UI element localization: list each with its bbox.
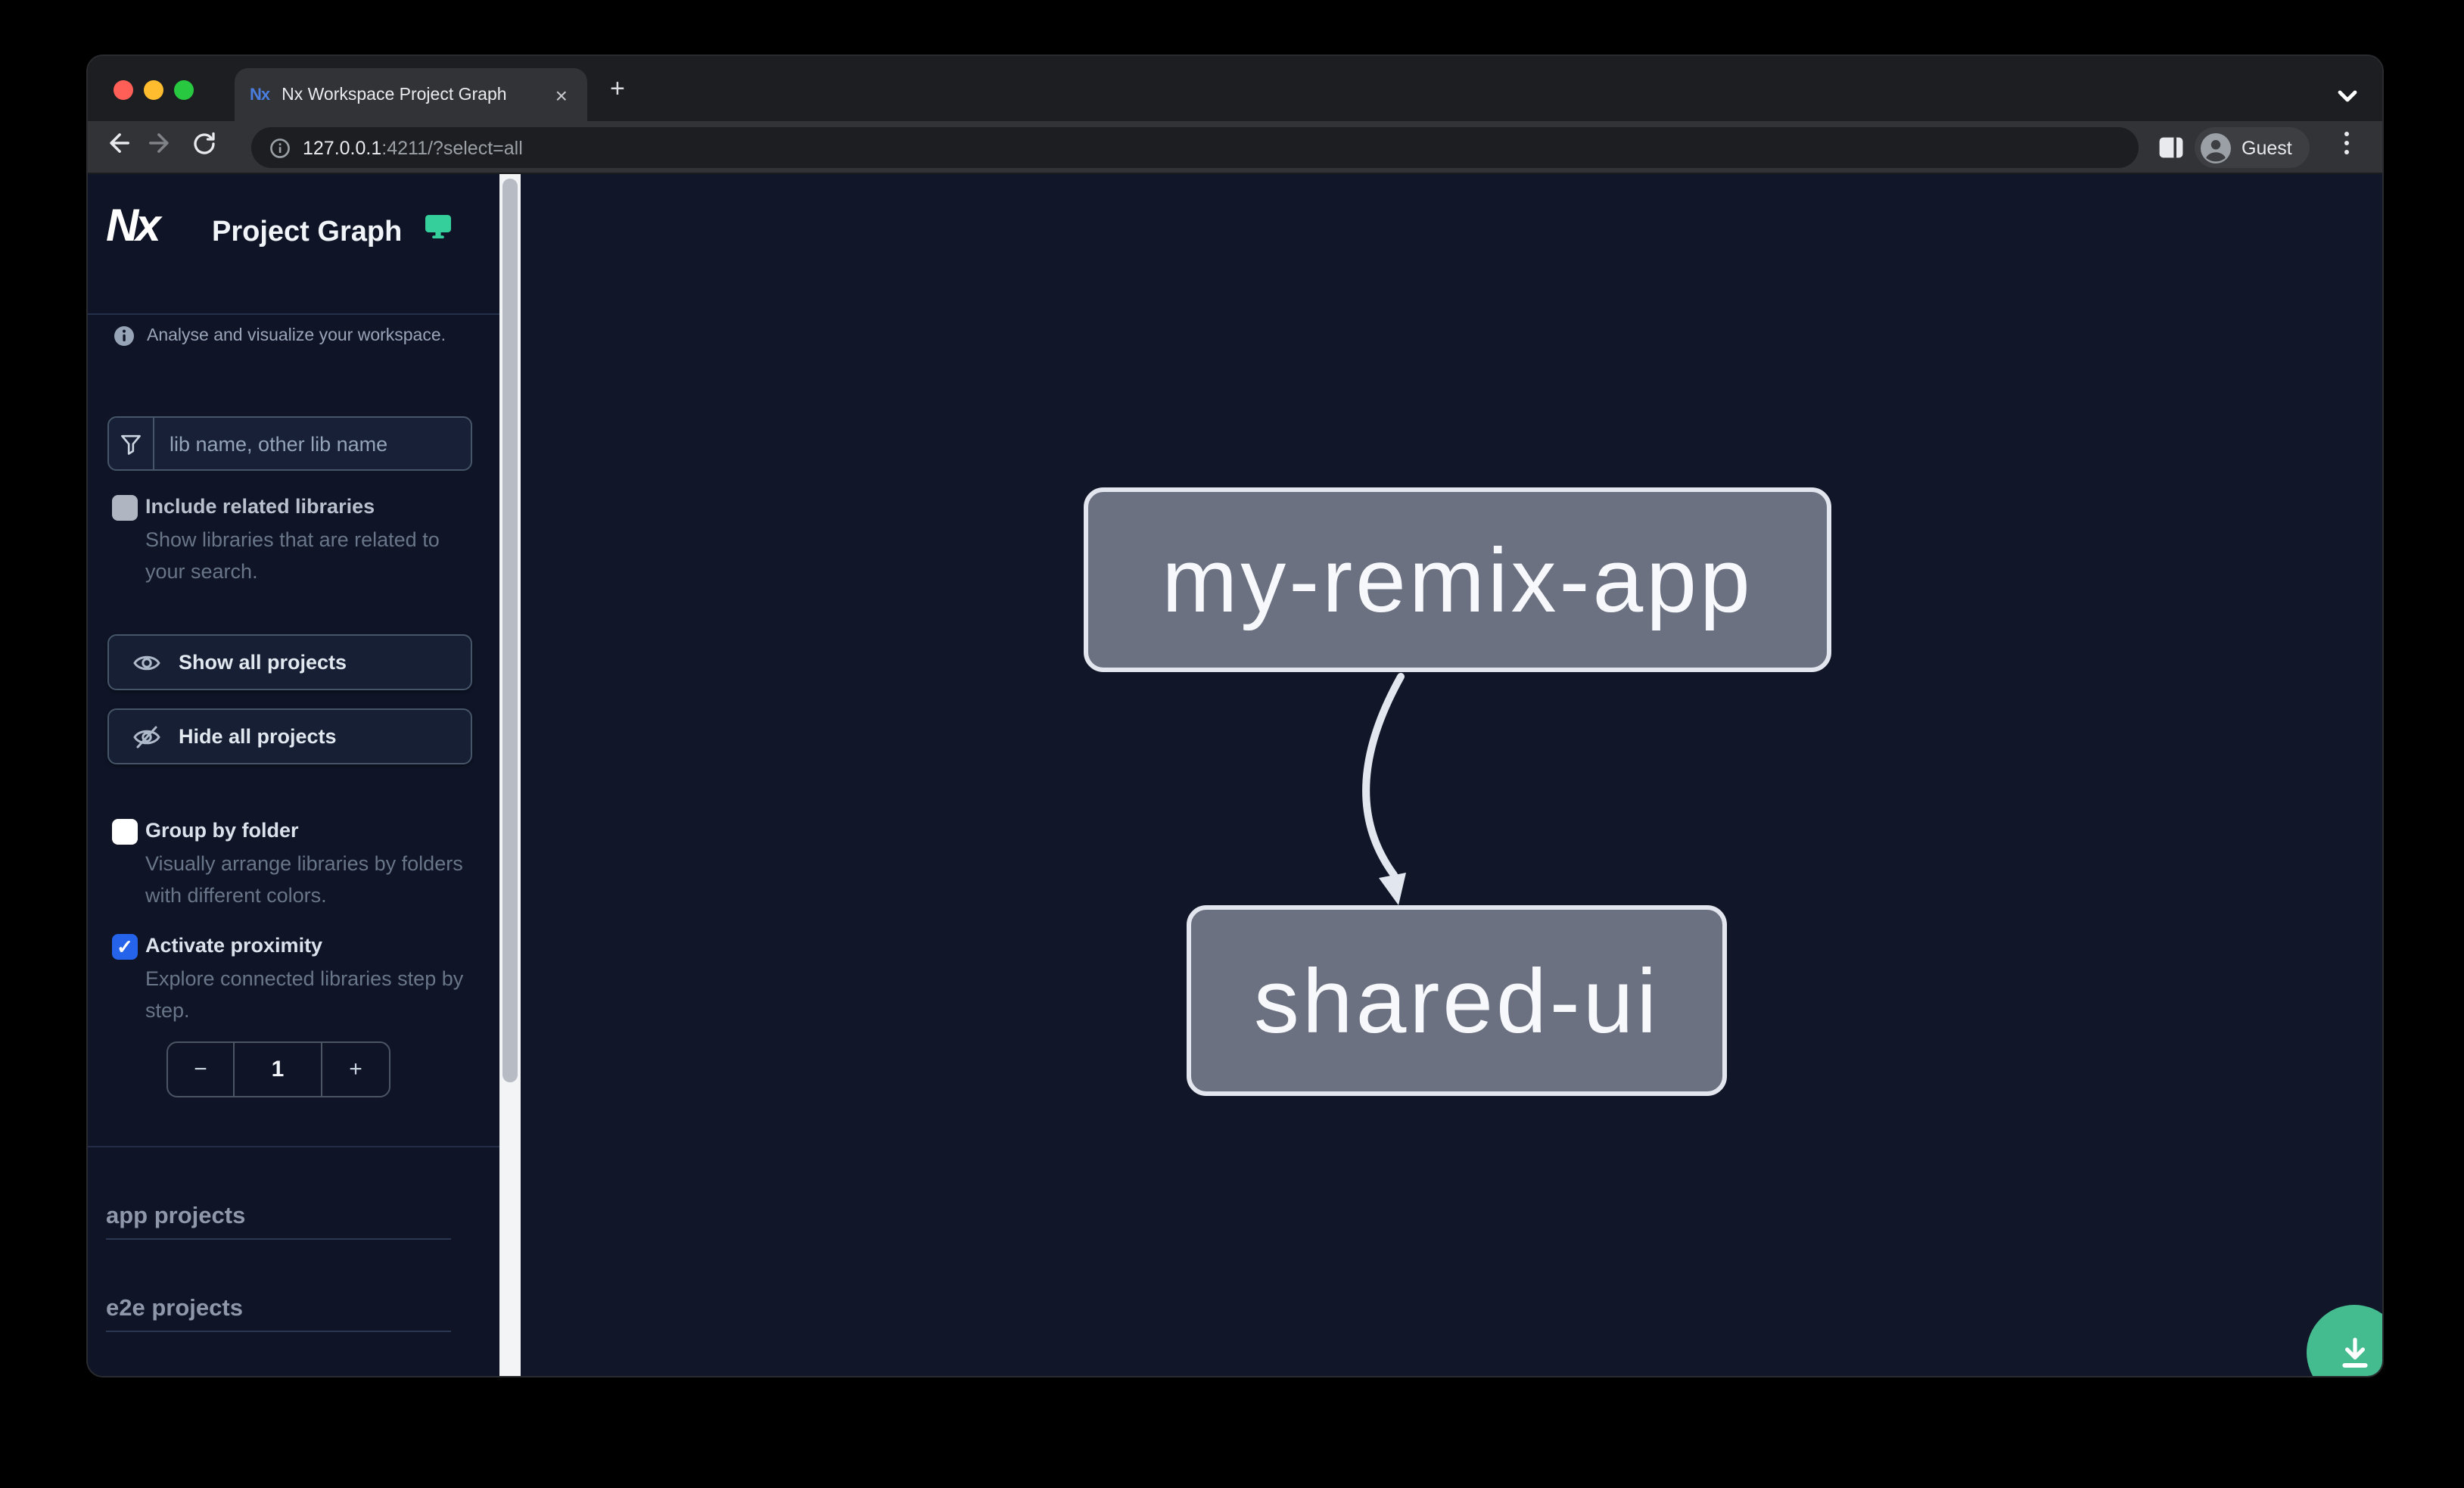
browser-window: Nx Nx Workspace Project Graph × + 127.0 — [88, 56, 2382, 1376]
zoom-window-button[interactable] — [174, 80, 194, 100]
section-e2e-projects: e2e projects — [106, 1296, 451, 1332]
activate-proximity-checkbox[interactable]: ✓ — [112, 934, 138, 960]
dependency-edge — [1362, 673, 1406, 905]
eye-slash-icon — [133, 725, 160, 748]
header-divider — [88, 313, 499, 315]
section-divider — [88, 1146, 499, 1147]
sidebar: Nx Project Graph Analyse and visualize y… — [88, 174, 499, 1376]
group-by-folder-label: Group by folder — [145, 819, 299, 842]
reload-icon[interactable] — [191, 129, 218, 164]
proximity-value: 1 — [235, 1043, 322, 1096]
group-by-folder-checkbox[interactable] — [112, 819, 138, 845]
filter-funnel-icon — [109, 418, 154, 469]
back-icon[interactable] — [103, 129, 132, 165]
page-title: Project Graph — [212, 216, 403, 248]
search-box — [107, 416, 472, 471]
url-bar[interactable]: 127.0.0.1:4211/?select=all — [251, 127, 2139, 168]
eye-icon — [133, 655, 160, 670]
hide-all-projects-button[interactable]: Hide all projects — [107, 708, 472, 764]
proximity-increment-button[interactable]: + — [349, 1057, 362, 1082]
include-related-description: Show libraries that are related to your … — [145, 528, 440, 582]
avatar — [2201, 132, 2231, 163]
info-icon — [114, 326, 134, 346]
tab-close-icon[interactable]: × — [555, 82, 568, 107]
nx-logo: Nx — [106, 201, 161, 251]
show-all-projects-button[interactable]: Show all projects — [107, 634, 472, 690]
project-graph-canvas[interactable]: my-remix-app shared-ui — [521, 174, 2382, 1376]
search-input[interactable] — [154, 418, 471, 469]
include-related-label: Include related libraries — [145, 495, 375, 518]
graph-node-shared-ui[interactable]: shared-ui — [1187, 905, 1727, 1096]
profile-label: Guest — [2242, 137, 2292, 158]
connected-monitor-icon — [424, 213, 453, 247]
activate-proximity-label: Activate proximity — [145, 934, 323, 957]
proximity-stepper: − 1 + — [166, 1041, 390, 1097]
scrollbar-thumb[interactable] — [502, 179, 518, 1082]
chevron-down-icon[interactable] — [2337, 83, 2358, 111]
section-app-projects: app projects — [106, 1203, 451, 1240]
tagline: Analyse and visualize your workspace. — [147, 327, 446, 345]
nx-favicon-icon: Nx — [250, 86, 270, 104]
hide-all-projects-label: Hide all projects — [179, 725, 337, 748]
forward-icon[interactable] — [147, 129, 176, 165]
browser-menu-icon[interactable] — [2337, 132, 2355, 154]
minimize-window-button[interactable] — [144, 80, 163, 100]
show-all-projects-label: Show all projects — [179, 651, 347, 674]
browser-tab[interactable]: Nx Nx Workspace Project Graph × — [235, 68, 587, 121]
include-related-checkbox[interactable] — [112, 495, 138, 521]
browser-toolbar: 127.0.0.1:4211/?select=all Guest — [88, 121, 2382, 174]
new-tab-button[interactable]: + — [610, 74, 625, 103]
tab-strip: Nx Nx Workspace Project Graph × + — [88, 56, 2382, 121]
profile-button[interactable]: Guest — [2195, 127, 2310, 168]
group-by-folder-description: Visually arrange libraries by folders wi… — [145, 852, 463, 906]
graph-node-my-remix-app[interactable]: my-remix-app — [1084, 487, 1831, 672]
sidebar-scrollbar[interactable] — [499, 174, 521, 1376]
traffic-lights — [114, 80, 194, 100]
proximity-decrement-button[interactable]: − — [168, 1043, 235, 1096]
activate-proximity-description: Explore connected libraries step by step… — [145, 967, 464, 1021]
side-panel-icon[interactable] — [2158, 136, 2184, 167]
site-info-icon[interactable] — [269, 137, 291, 158]
download-icon — [2341, 1337, 2367, 1367]
url-text: 127.0.0.1:4211/?select=all — [303, 137, 523, 158]
close-window-button[interactable] — [114, 80, 133, 100]
tab-title: Nx Workspace Project Graph — [282, 86, 507, 104]
